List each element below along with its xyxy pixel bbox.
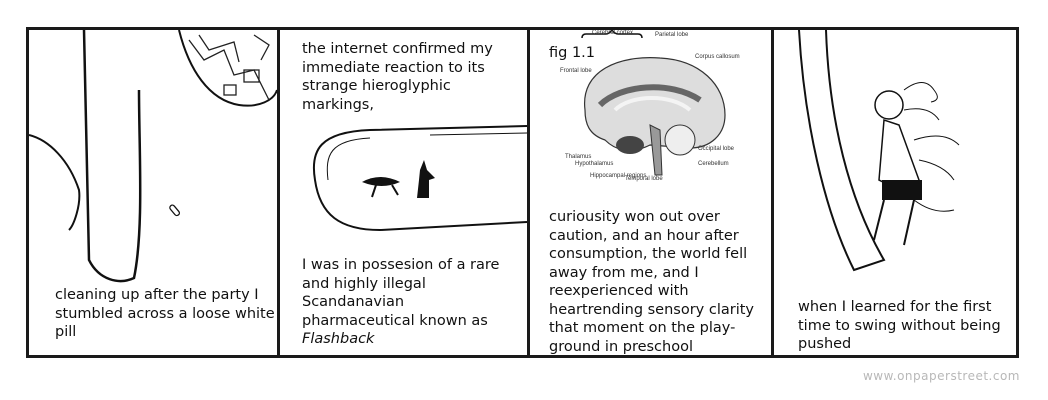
label-cerebral-cortex: Cerebral cortex [592, 30, 633, 36]
label-hippocampal: Hippocampal regions [590, 173, 646, 179]
panel-divider [277, 27, 280, 358]
panel-2-caption-top: the internet confirmed my immediate reac… [302, 41, 493, 113]
label-occipital: Occipital lobe [698, 146, 735, 152]
comic-frame [26, 27, 1019, 358]
panel-3-caption: curiousity won out over caution, and an … [549, 209, 755, 355]
label-hypothalamus: Hypothalamus [575, 161, 613, 167]
label-parietal: Parietal lobe [655, 32, 689, 38]
watermark: www.onpaperstreet.com [862, 369, 1020, 383]
panel-3: fig 1.1 Cerebral cortex Parietal lobe Co… [530, 30, 771, 355]
figure-label: fig 1.1 [549, 45, 596, 61]
panel-2-caption-bottom: I was in possesion of a rare and highly … [302, 256, 502, 349]
brain-diagram: Cerebral cortex Parietal lobe Corpus cal… [560, 30, 740, 182]
panel-1-caption: cleaning up after the party I stumbled a… [55, 287, 275, 340]
anubis-icon [417, 160, 435, 198]
caption-text: I was in possesion of a rare and highly … [302, 257, 500, 329]
eye-of-horus-icon [362, 177, 400, 198]
pill-closeup-drawing [312, 125, 527, 232]
label-corpus: Corpus callosum [695, 54, 740, 60]
panel-divider [771, 27, 774, 358]
pill-icon [169, 204, 181, 217]
panel-2: the internet confirmed my immediate reac… [280, 30, 527, 355]
panel-1: cleaning up after the party I stumbled a… [29, 30, 277, 355]
panel-divider [527, 27, 530, 358]
panel-4-caption: when I learned for the first time to swi… [798, 299, 1001, 352]
drug-name: Flashback [302, 331, 375, 347]
label-cerebellum: Cerebellum [698, 161, 729, 167]
label-temporal: Temporal lobe [625, 176, 663, 182]
label-thalamus: Thalamus [565, 154, 591, 160]
child-on-swing-drawing [798, 30, 960, 272]
pill-on-floor-drawing [29, 30, 277, 283]
label-frontal: Frontal lobe [560, 68, 592, 74]
panel-4: when I learned for the first time to swi… [774, 30, 1019, 355]
